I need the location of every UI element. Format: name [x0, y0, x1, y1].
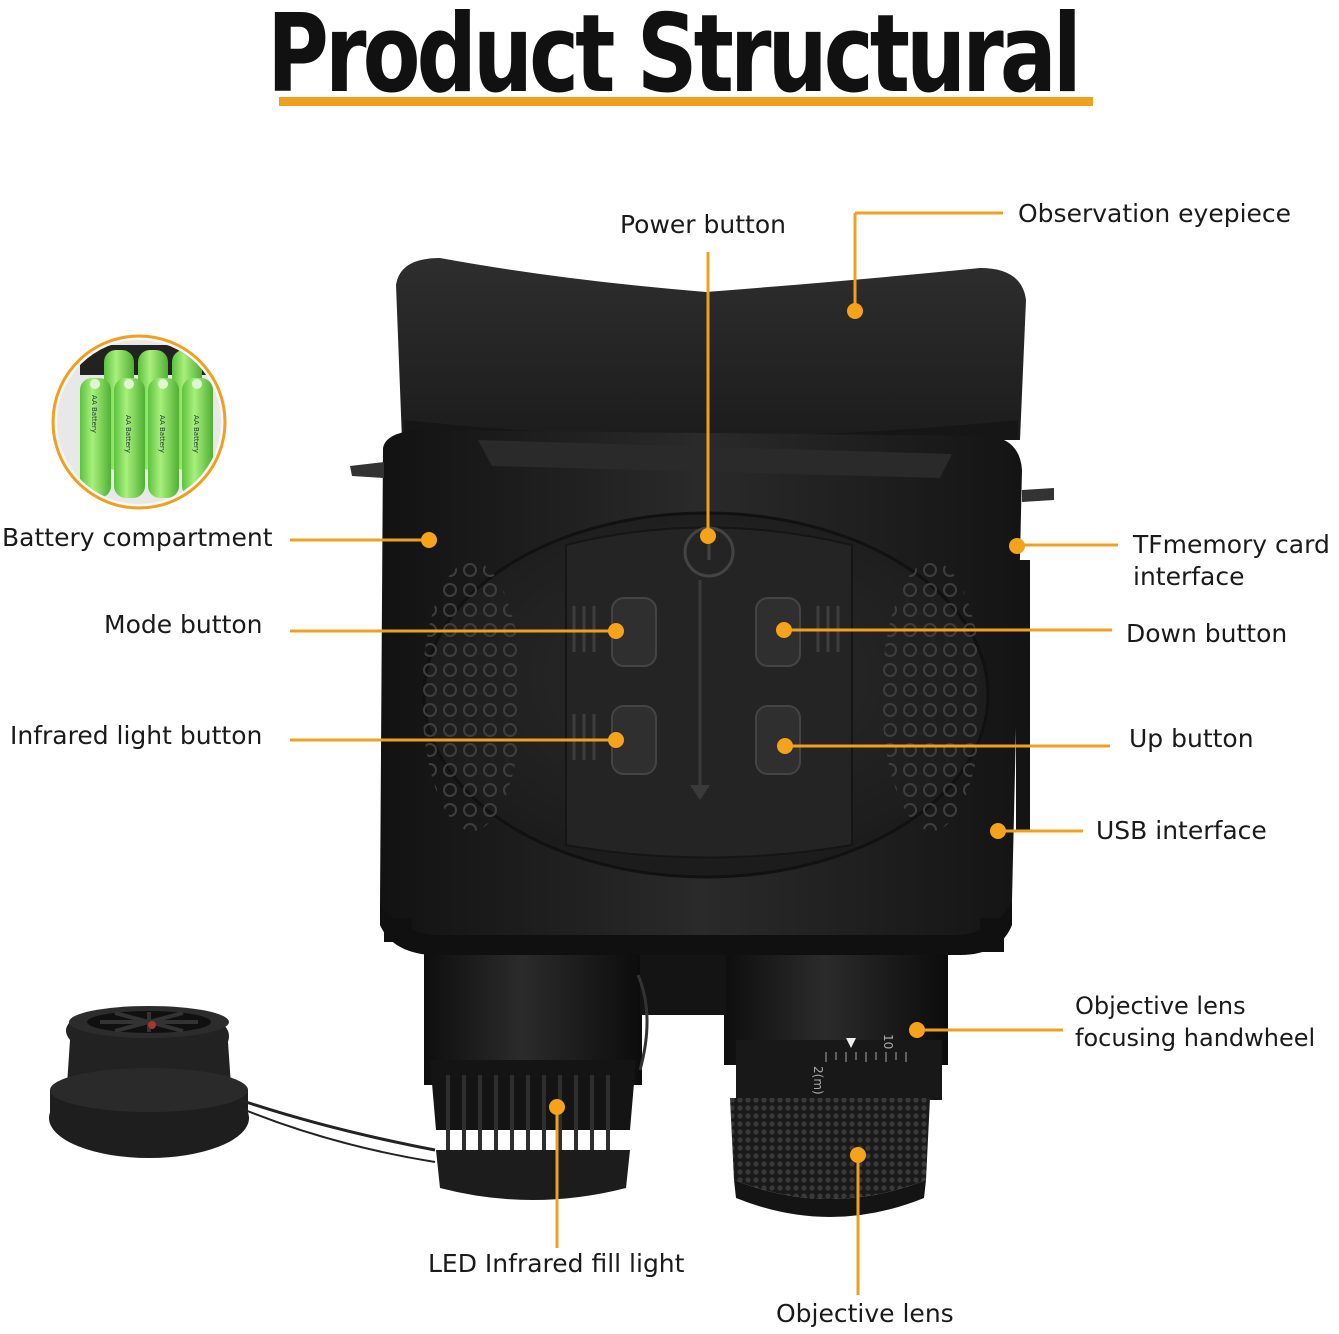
- eyepiece-hood: [396, 258, 1026, 440]
- label-up-button: Up button: [1129, 724, 1254, 753]
- label-infrared-light-button: Infrared light button: [10, 721, 263, 750]
- callout-leaders: [290, 211, 1118, 1295]
- main-body: [350, 430, 1054, 955]
- right-objective: 10 2(m): [724, 955, 948, 1217]
- dot-focusing-handwheel: [909, 1022, 925, 1038]
- label-down-button: Down button: [1126, 619, 1288, 648]
- dot-mode-button: [608, 623, 624, 639]
- dot-objective-lens: [850, 1147, 866, 1163]
- focus-scale-10: 10: [881, 1034, 895, 1049]
- label-observation-eyepiece: Observation eyepiece: [1018, 199, 1292, 228]
- dot-up-button: [777, 738, 793, 754]
- label-objective-lens: Objective lens: [776, 1299, 954, 1328]
- dot-infrared-light-button: [608, 732, 624, 748]
- dot-led-infrared-fill-light: [549, 1099, 565, 1115]
- lens-cap: [49, 1006, 436, 1163]
- dot-power-button: [700, 528, 716, 544]
- label-led-infrared-fill-light: LED Infrared fill light: [428, 1249, 685, 1278]
- focus-scale-2m: 2(m): [811, 1066, 825, 1095]
- dot-down-button: [776, 622, 792, 638]
- label-usb-interface: USB interface: [1096, 816, 1267, 845]
- label-mode-button: Mode button: [104, 610, 263, 639]
- callout-dots: [421, 303, 1025, 1163]
- title-underline: [279, 97, 1093, 106]
- label-power-button: Power button: [620, 210, 786, 239]
- dot-battery-compartment: [421, 532, 437, 548]
- label-battery-compartment: Battery compartment: [2, 523, 273, 552]
- dot-observation-eyepiece: [847, 303, 863, 319]
- label-objective-lens-focusing-handwheel: Objective lens focusing handwheel: [1075, 992, 1316, 1052]
- left-objective: [424, 945, 642, 1200]
- label-tf-memory-card-interface: TFmemory card interface: [1133, 530, 1330, 591]
- dot-tf-memory-card: [1009, 538, 1025, 554]
- dot-usb-interface: [990, 823, 1006, 839]
- battery-inset: [51, 334, 227, 510]
